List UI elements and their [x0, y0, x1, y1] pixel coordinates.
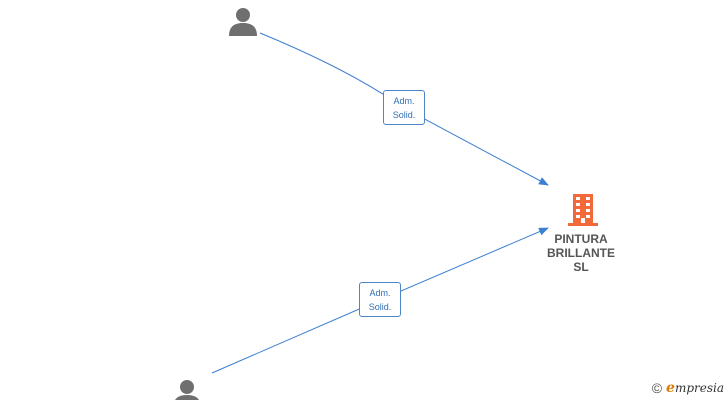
person-icon[interactable] [228, 6, 258, 36]
footer-brand: © empresia [652, 380, 724, 396]
edge-label-bottom[interactable]: Adm. Solid. [359, 282, 401, 317]
building-icon[interactable] [567, 193, 599, 227]
brand-logo: empresia [666, 380, 724, 396]
edge-label-line: Solid. [368, 302, 392, 312]
edge-label-line: Solid. [392, 110, 416, 120]
brand-rest: mpresia [674, 381, 724, 395]
edge-label-top[interactable]: Adm. Solid. [383, 90, 425, 125]
company-name-line: SL [573, 260, 589, 274]
person-icon[interactable] [172, 378, 202, 400]
company-name-line: PINTURA [554, 232, 608, 246]
edge-label-line: Adm. [393, 96, 415, 106]
edge-label-line: Adm. [369, 288, 391, 298]
copyright-icon: © [651, 380, 663, 396]
company-name[interactable]: PINTURA BRILLANTE SL [536, 232, 626, 274]
company-name-line: BRILLANTE [547, 246, 615, 260]
brand-initial: e [666, 380, 675, 396]
